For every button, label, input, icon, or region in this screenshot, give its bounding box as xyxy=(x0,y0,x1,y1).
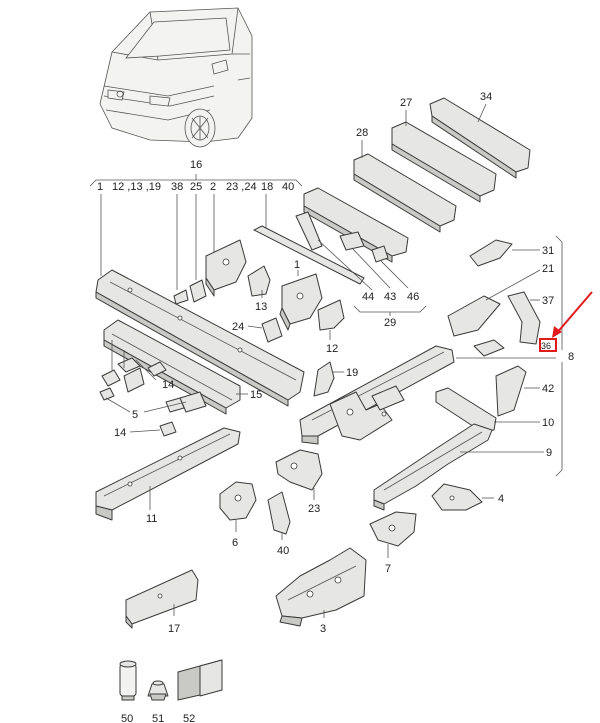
callout-52[interactable]: 52 xyxy=(183,713,195,723)
callout-27[interactable]: 27 xyxy=(400,97,412,109)
parts-main-frame: 10 42 9 xyxy=(299,345,556,511)
callout-7[interactable]: 7 xyxy=(385,563,391,575)
callout-19[interactable]: 19 xyxy=(346,367,358,379)
callout-12[interactable]: 12 xyxy=(326,343,338,355)
callout-38[interactable]: 38 xyxy=(171,181,183,193)
part-3: 3 xyxy=(275,547,367,635)
arrow-head-icon xyxy=(552,326,562,338)
part-23: 23 xyxy=(275,449,323,515)
callout-14-upper[interactable]: 14 xyxy=(162,379,174,391)
callout-43[interactable]: 43 xyxy=(384,291,396,303)
callout-15[interactable]: 15 xyxy=(250,389,262,401)
part-11-member: 11 xyxy=(95,427,241,525)
highlight-arrow xyxy=(555,291,593,335)
callout-42[interactable]: 42 xyxy=(542,383,554,395)
callout-4[interactable]: 4 xyxy=(498,493,504,505)
callout-8[interactable]: 8 xyxy=(568,351,574,363)
part-1-long-rail xyxy=(95,269,305,407)
callout-6[interactable]: 6 xyxy=(232,537,238,549)
part-40-lower: 40 xyxy=(267,491,291,557)
parts-24-12: 24 12 xyxy=(232,299,345,355)
part-19: 19 xyxy=(313,361,358,397)
callout-34[interactable]: 34 xyxy=(480,91,492,103)
highlight-box xyxy=(539,338,557,352)
callout-21[interactable]: 21 xyxy=(542,263,554,275)
part-4: 4 xyxy=(431,483,504,511)
callout-2[interactable]: 2 xyxy=(210,181,216,193)
callout-50[interactable]: 50 xyxy=(121,713,133,723)
part-6: 6 xyxy=(219,481,257,549)
callout-1[interactable]: 1 xyxy=(97,181,103,193)
part-1-center-bracket: 1 xyxy=(279,259,323,331)
callout-37[interactable]: 37 xyxy=(542,295,554,307)
parts-38-25-2-13: 13 xyxy=(173,239,271,313)
callout-31[interactable]: 31 xyxy=(542,245,554,257)
callout-29[interactable]: 29 xyxy=(384,317,396,329)
callout-12-13-19[interactable]: 12 ,13 ,19 xyxy=(112,181,161,193)
part-18-rod xyxy=(253,225,365,285)
callout-36[interactable]: 36 xyxy=(541,341,551,351)
parts-right-group: 31 21 37 8 xyxy=(447,235,574,477)
callout-44[interactable]: 44 xyxy=(362,291,374,303)
callout-13[interactable]: 13 xyxy=(255,301,267,313)
callout-5[interactable]: 5 xyxy=(132,409,138,421)
van-illustration xyxy=(99,7,253,148)
parts-27-34-28: 34 27 28 xyxy=(353,91,531,233)
part-17: 17 xyxy=(125,569,199,635)
callout-3[interactable]: 3 xyxy=(320,623,326,635)
callout-16[interactable]: 16 xyxy=(190,159,202,171)
callout-40-lower[interactable]: 40 xyxy=(277,545,289,557)
callout-24[interactable]: 24 xyxy=(232,321,244,333)
callout-23[interactable]: 23 xyxy=(308,503,320,515)
callout-17[interactable]: 17 xyxy=(168,623,180,635)
parts-44-43-46-29: 44 43 46 29 xyxy=(295,187,427,329)
callout-25[interactable]: 25 xyxy=(190,181,202,193)
highlight-part-36: 36 xyxy=(539,291,593,352)
callout-46[interactable]: 46 xyxy=(407,291,419,303)
parts-50-51-52: 50 51 52 xyxy=(119,659,223,723)
callout-40[interactable]: 40 xyxy=(282,181,294,193)
callout-18[interactable]: 18 xyxy=(261,181,273,193)
callout-10[interactable]: 10 xyxy=(542,417,554,429)
callout-11[interactable]: 11 xyxy=(146,513,157,525)
callout-28[interactable]: 28 xyxy=(356,127,368,139)
small-brackets-14-5: 14 5 14 xyxy=(99,340,207,439)
callout-9[interactable]: 9 xyxy=(546,447,552,459)
callout-14-lower[interactable]: 14 xyxy=(114,427,126,439)
callout-1-center[interactable]: 1 xyxy=(294,259,300,271)
callout-23-24[interactable]: 23 ,24 xyxy=(226,181,257,193)
bracket-16: 16 1 12 ,13 ,19 38 25 2 23 ,24 18 40 xyxy=(89,159,303,290)
part-7: 7 xyxy=(369,511,417,575)
callout-51[interactable]: 51 xyxy=(152,713,164,723)
